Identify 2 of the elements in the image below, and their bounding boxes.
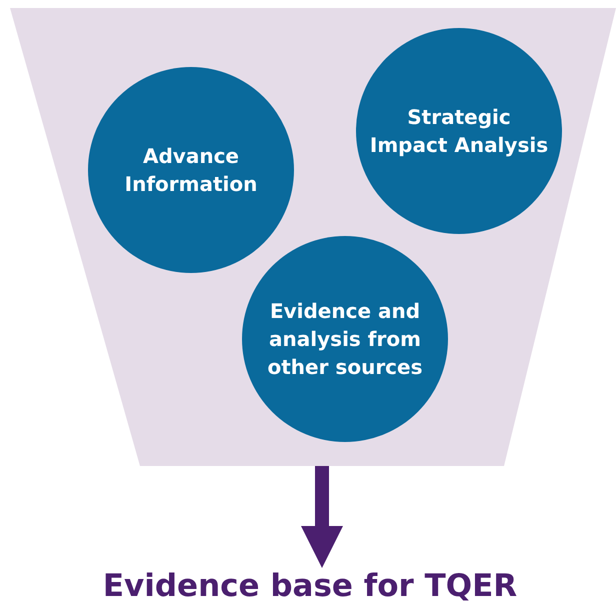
conclusion-text: Evidence base for TQER <box>60 568 560 604</box>
arrow <box>301 466 343 568</box>
